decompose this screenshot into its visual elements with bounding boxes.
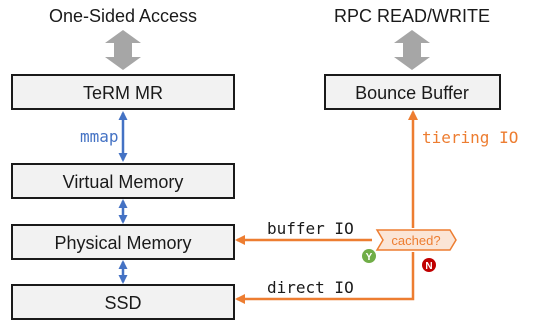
edge-label-mmap: mmap [80,127,119,146]
box-bounce-buffer-label: Bounce Buffer [355,83,469,103]
box-virtual-memory-label: Virtual Memory [63,172,184,192]
header-rpc-read-write: RPC READ/WRITE [334,6,490,26]
box-term-mr: TeRM MR [11,74,235,110]
gray-double-arrow-left [105,30,141,70]
no-badge-label: N [425,261,432,272]
edge-label-buffer-io: buffer IO [267,219,354,238]
decision-cached: cached? [375,229,457,251]
box-virtual-memory: Virtual Memory [11,163,235,199]
edge-label-direct-io: direct IO [267,278,354,297]
gray-double-arrow-right [394,30,430,70]
box-ssd-label: SSD [104,293,141,313]
box-bounce-buffer: Bounce Buffer [324,74,501,110]
box-physical-memory: Physical Memory [11,224,235,260]
decision-cached-label: cached? [391,233,440,248]
yes-badge-label: Y [366,252,373,263]
box-term-mr-label: TeRM MR [83,83,163,103]
box-physical-memory-label: Physical Memory [54,233,191,253]
no-badge: N [422,258,436,272]
edge-label-tiering-io: tiering IO [422,128,518,147]
header-one-sided-access: One-Sided Access [49,6,197,26]
orange-arrow-direct-io [235,252,415,304]
box-ssd: SSD [11,284,235,320]
yes-badge: Y [362,249,376,263]
